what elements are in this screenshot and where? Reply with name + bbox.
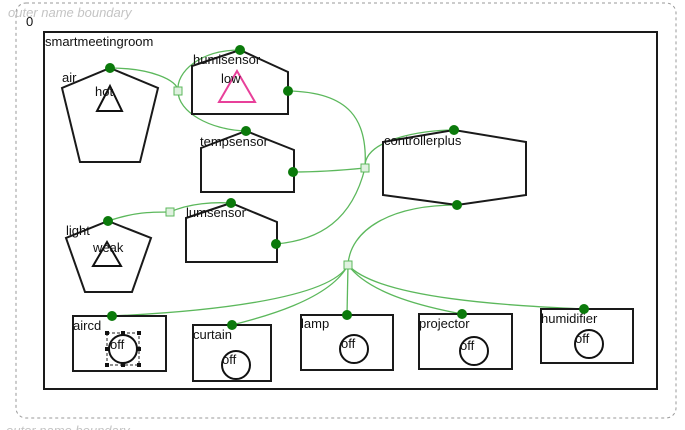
- wire-curtain[interactable]: [231, 264, 349, 326]
- air-shape[interactable]: [60, 66, 160, 163]
- curtain-node[interactable]: curtain off: [192, 324, 272, 382]
- wire-humidifier[interactable]: [347, 264, 585, 310]
- wire-projector[interactable]: [347, 264, 463, 315]
- curtain-state: off: [222, 352, 237, 367]
- curtain-state-circle: [221, 350, 251, 380]
- link-wires: [107, 49, 585, 326]
- outer-name-boundary: [15, 2, 677, 419]
- wire-lamp[interactable]: [346, 264, 349, 316]
- projector-state-circle: [459, 336, 489, 366]
- port-controller-top[interactable]: [449, 125, 459, 135]
- air-value: hot: [95, 84, 113, 99]
- air-node[interactable]: air hot: [60, 66, 160, 163]
- room-node[interactable]: [43, 31, 658, 390]
- lamp-node[interactable]: lamp off: [300, 314, 394, 371]
- humisensor-low-triangle: [217, 69, 257, 103]
- humisensor-value: low: [221, 71, 241, 86]
- curtain-label: curtain: [193, 327, 232, 342]
- projector-node[interactable]: projector off: [418, 313, 513, 370]
- port-curtain[interactable]: [227, 320, 237, 330]
- humidifier-node[interactable]: humidifier off: [540, 308, 634, 364]
- wire-aircd[interactable]: [111, 264, 349, 317]
- junction-light[interactable]: [165, 207, 175, 217]
- aircd-state-circle: [108, 334, 138, 364]
- aircd-selection-handles[interactable]: [105, 331, 141, 367]
- ports: [103, 45, 589, 330]
- port-air[interactable]: [105, 63, 115, 73]
- outer-boundary-caption: outer name boundary: [8, 5, 133, 20]
- humisensor-label: humisensor: [193, 52, 261, 67]
- room-label: smartmeetingroom: [45, 34, 153, 49]
- port-lumsensor-top[interactable]: [226, 198, 236, 208]
- port-lamp[interactable]: [342, 310, 352, 320]
- wire-humisensor-top[interactable]: [177, 49, 241, 92]
- port-humidifier[interactable]: [579, 304, 589, 314]
- lamp-label: lamp: [301, 316, 329, 331]
- humisensor-node[interactable]: humisensor low: [191, 48, 289, 115]
- lumsensor-node[interactable]: lumsensor: [185, 201, 278, 263]
- controllerplus-node[interactable]: controllerplus: [382, 128, 527, 207]
- projector-label: projector: [419, 316, 470, 331]
- controllerplus-label: controllerplus: [384, 133, 462, 148]
- port-tempsensor-right[interactable]: [288, 167, 298, 177]
- junction-controller-in[interactable]: [360, 163, 370, 173]
- outer-boundary-caption-bottom: outer name boundary: [6, 423, 131, 430]
- port-controller-bottom[interactable]: [452, 200, 462, 210]
- light-node[interactable]: light weak: [64, 219, 153, 293]
- lamp-state: off: [341, 336, 356, 351]
- lamp-state-circle: [339, 334, 369, 364]
- junction-controller-out[interactable]: [343, 260, 353, 270]
- port-tempsensor-top[interactable]: [241, 126, 251, 136]
- lumsensor-label: lumsensor: [186, 205, 247, 220]
- wire-light[interactable]: [107, 211, 171, 222]
- light-state-triangle: [91, 240, 123, 267]
- wire-humisensor-out[interactable]: [287, 90, 366, 169]
- projector-state: off: [460, 338, 475, 353]
- aircd-state: off: [110, 337, 125, 352]
- wire-lumsensor-out[interactable]: [275, 167, 366, 245]
- junction-air[interactable]: [173, 86, 183, 96]
- humidifier-state-circle: [574, 329, 604, 359]
- light-value: weak: [92, 240, 124, 255]
- wire-controller-in[interactable]: [364, 129, 455, 169]
- air-label: air: [62, 70, 77, 85]
- port-projector[interactable]: [457, 309, 467, 319]
- tempsensor-node[interactable]: tempsensor: [200, 129, 295, 193]
- port-lumsensor-right[interactable]: [271, 239, 281, 249]
- aircd-node[interactable]: aircd off: [72, 315, 167, 372]
- light-label: light: [66, 223, 90, 238]
- humidifier-label: humidifier: [541, 311, 598, 326]
- wire-controller-out[interactable]: [347, 204, 458, 266]
- aircd-label: aircd: [73, 318, 101, 333]
- wire-tempsensor-top[interactable]: [177, 90, 247, 132]
- port-light[interactable]: [103, 216, 113, 226]
- port-humisensor-top[interactable]: [235, 45, 245, 55]
- tempsensor-label: tempsensor: [200, 134, 269, 149]
- humidifier-state: off: [575, 331, 590, 346]
- port-humisensor-right[interactable]: [283, 86, 293, 96]
- port-aircd[interactable]: [107, 311, 117, 321]
- air-state-triangle: [95, 83, 124, 112]
- root-region-id: 0: [26, 14, 33, 29]
- wire-tempsensor-out[interactable]: [292, 167, 366, 173]
